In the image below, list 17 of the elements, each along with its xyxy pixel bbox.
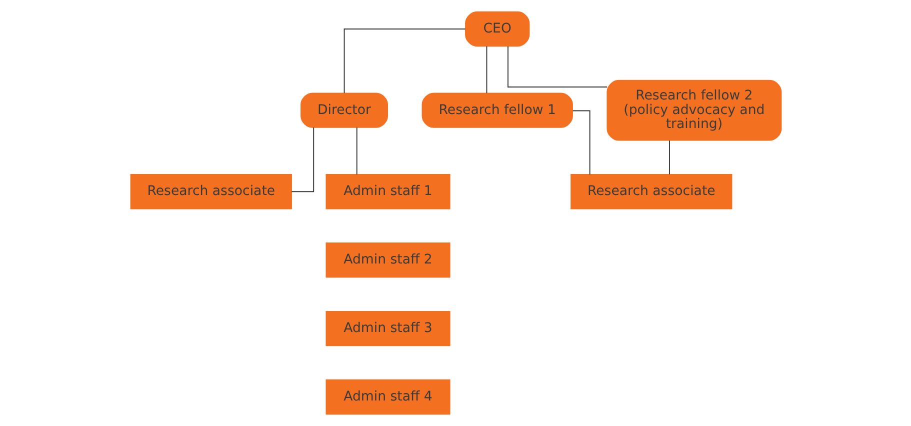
- node-box: Admin staff 1: [325, 174, 450, 210]
- connector: [343, 28, 466, 94]
- node-box: CEO: [464, 11, 530, 47]
- node-box: Research fellow 2 (policy advocacy and training): [606, 80, 782, 141]
- connector: [572, 110, 590, 175]
- node-box: Admin staff 3: [325, 310, 450, 346]
- connector: [486, 46, 487, 94]
- node-box: Research associate: [130, 174, 292, 210]
- node-box: Admin staff 4: [325, 379, 450, 415]
- connector: [356, 127, 357, 175]
- connector: [290, 127, 314, 192]
- connector: [507, 46, 608, 88]
- node-box: Research associate: [570, 174, 732, 210]
- node-box: Admin staff 2: [325, 242, 450, 278]
- node-box: Research fellow 1: [421, 92, 572, 128]
- node-box: Director: [300, 92, 388, 128]
- connector: [668, 140, 670, 175]
